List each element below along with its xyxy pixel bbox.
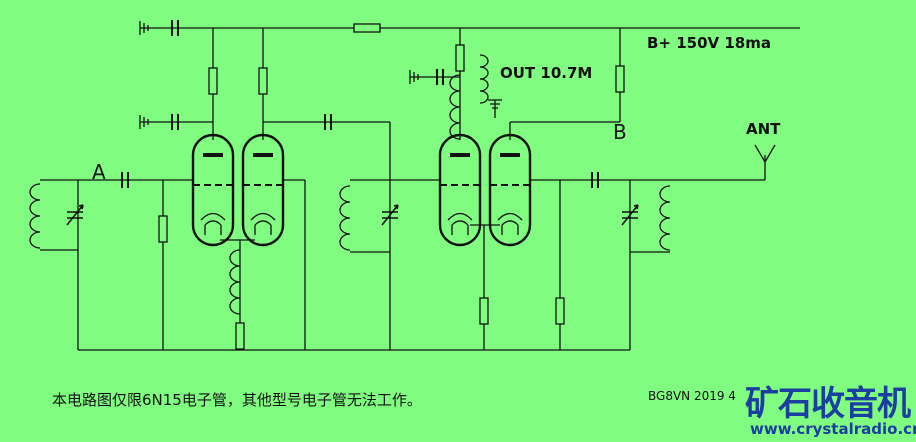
variable-capacitor [66,204,84,226]
ground-icon [409,69,429,85]
ground-icon [487,99,503,119]
antenna-label: ANT [746,120,781,138]
resistor [353,23,381,33]
node-a-label: A [92,160,106,184]
supply-label: B+ 150V 18ma [647,34,771,52]
coil [29,183,41,249]
resistor [158,215,168,243]
circuit-note: 本电路图仅限6N15电子管，其他型号电子管无法工作。 [52,391,422,409]
tube-6n15 [241,133,285,247]
coil [229,249,241,315]
resistor [258,67,268,95]
antenna-icon [754,144,776,180]
ground-icon [139,20,159,36]
resistor [615,65,625,93]
resistor [235,322,245,350]
coil [659,185,671,251]
resistor [555,297,565,325]
watermark-logo: 矿石收音机 [745,384,911,424]
coil [339,185,351,251]
resistor [455,44,465,72]
resistor [479,297,489,325]
watermark-url: www.crystalradio.cn [750,420,916,438]
author-signature: BG8VN 2019 4 [648,389,736,403]
resistor [208,67,218,95]
tube-6n15 [438,133,482,247]
coil [449,74,461,140]
tube-6n15 [191,133,235,247]
tube-6n15 [488,133,532,247]
ground-icon [139,114,159,130]
output-label: OUT 10.7M [500,64,593,82]
node-b-label: B [613,120,627,144]
